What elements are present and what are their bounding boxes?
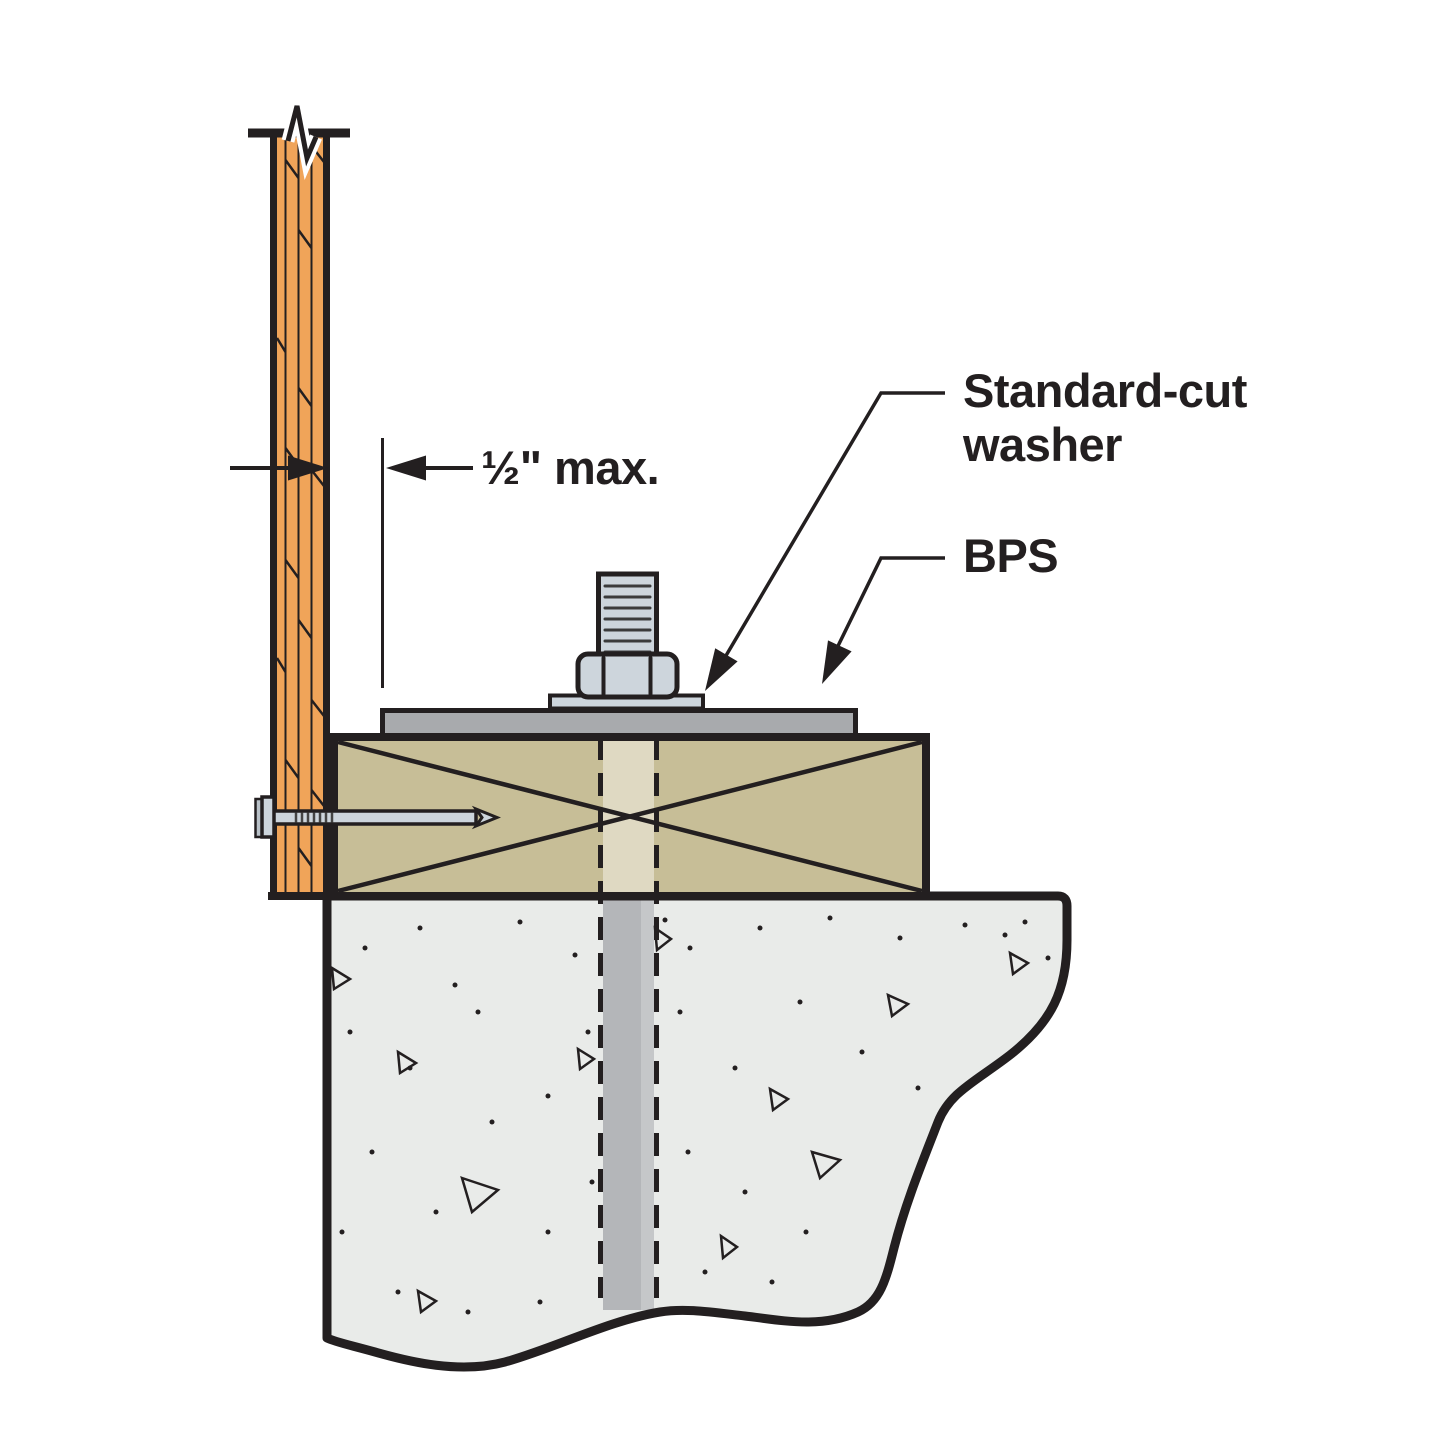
hex-nut (575, 651, 680, 700)
bps-label: BPS (963, 529, 1058, 582)
stud-grain-lines (284, 137, 313, 893)
stud-break-symbol (285, 105, 319, 167)
washer-leader-arrowhead (705, 648, 738, 691)
bps-plate (380, 708, 858, 738)
stud-body (273, 133, 327, 896)
washer-label-line2: washer (962, 418, 1122, 471)
dimension-label: ½" max. (481, 441, 659, 494)
dimension-half-inch: ½" max. (230, 438, 660, 688)
bps-leader-line (835, 556, 945, 649)
concrete-outline (322, 891, 1072, 1372)
sill-xgrain-diagonal-2 (337, 739, 923, 894)
bps-callout: BPS (822, 529, 1059, 684)
threaded-rod (596, 571, 659, 661)
stud-grain-jogs (275, 145, 325, 867)
nail-point (471, 805, 501, 830)
concrete-body (327, 896, 1067, 1368)
nail (254, 795, 501, 839)
threaded-rod-threads (603, 584, 652, 654)
washer-leader-line (722, 391, 945, 660)
washer-callout: Standard-cut washer (705, 364, 1248, 691)
concrete-speckle-dots (339, 915, 1051, 1315)
concrete-foundation (322, 891, 1072, 1372)
sill-plate (330, 733, 930, 900)
anchor-rod-highlight (641, 896, 654, 1310)
washer-label-line1: Standard-cut (963, 364, 1248, 417)
dimension-arrowhead-left (288, 455, 328, 481)
anchor-bolt-dashed-lines (598, 737, 659, 1298)
bps-leader-arrowhead (822, 640, 852, 684)
nail-head (260, 795, 276, 839)
dimension-arrowhead-right (386, 455, 426, 481)
wood-stud (248, 104, 350, 900)
nail-rings (294, 812, 334, 823)
anchor-assembly (380, 571, 858, 738)
